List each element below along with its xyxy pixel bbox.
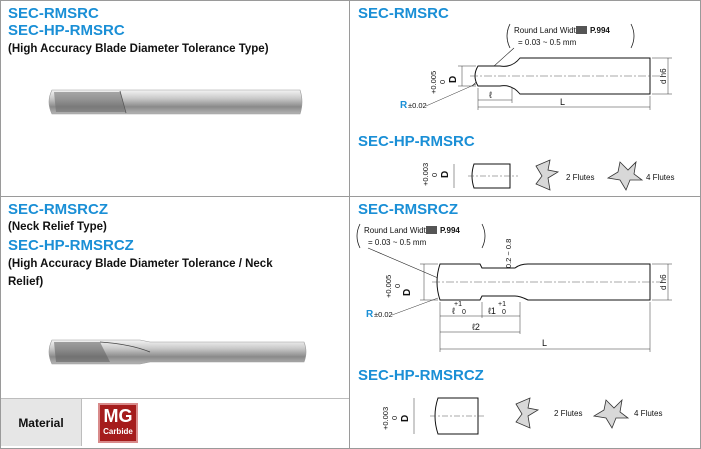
- four-flutes-label: 4 Flutes: [646, 173, 674, 182]
- reamer-image-bottom: [48, 339, 307, 365]
- length-L-label: L: [560, 97, 565, 107]
- four-flutes-label-2: 4 Flutes: [634, 409, 662, 418]
- length-l1-tol-zero: 0: [502, 309, 506, 316]
- length-l1-tol: +1: [498, 301, 506, 308]
- length-l2-label: ℓ2: [472, 322, 480, 332]
- dimension-diagram-rmsrc: Round Land Width P.994 = 0.03 ~ 0.5 mm +…: [400, 23, 672, 111]
- product-subtitle-hp-line1: (High Accuracy Blade Diameter Tolerance …: [8, 258, 273, 270]
- page-ref-2: P.994: [440, 226, 460, 235]
- round-land-range-2: = 0.03 ~ 0.5 mm: [368, 238, 427, 247]
- book-icon-2: [426, 226, 437, 234]
- four-flute-icon-2: [592, 398, 630, 429]
- diameter-tolerance: +0.005: [429, 71, 438, 94]
- hp-detail-diagram: +0.003 0 D 2 Flutes 4 Flutes: [421, 159, 674, 191]
- reamer-image-top: [48, 89, 303, 115]
- material-label: Material: [1, 399, 82, 446]
- diameter-tolerance-zero-2: 0: [393, 284, 402, 288]
- hp-tolerance-zero: 0: [430, 173, 439, 177]
- radius-tolerance-2: ±0.02: [374, 310, 393, 319]
- product-title-sec-rmsrc: SEC-RMSRC: [8, 5, 99, 22]
- round-land-note: Round Land Width: [514, 26, 580, 35]
- length-L-label-2: L: [542, 338, 547, 348]
- two-flutes-label-2: 2 Flutes: [554, 409, 582, 418]
- hp-tolerance: +0.003: [421, 163, 430, 186]
- column-divider: [349, 0, 350, 449]
- length-l-tol: +1: [454, 301, 462, 308]
- row-divider: [0, 196, 701, 197]
- mg-carbide-badge: MG Carbide: [98, 403, 138, 443]
- length-l1-label: ℓ1: [488, 306, 496, 316]
- hp-detail-diagram-2: +0.003 0 D 2 Flutes 4 Flutes: [381, 397, 662, 435]
- four-flute-icon: [606, 160, 644, 191]
- neck-diameter-label: D-0.2 ~ 0.8: [504, 239, 513, 276]
- two-flute-icon: [535, 159, 560, 191]
- diagram-title-sec-rmsrcz: SEC-RMSRCZ: [358, 201, 458, 218]
- diameter-tolerance-zero: 0: [438, 80, 447, 84]
- badge-mg: MG: [103, 406, 133, 426]
- diagram-title-sec-rmsrc: SEC-RMSRC: [358, 5, 449, 22]
- product-subtitle-hp-line2: Relief): [8, 276, 44, 288]
- diagram-title-sec-hp-rmsrcz: SEC-HP-RMSRCZ: [358, 367, 484, 384]
- diameter-label: D: [448, 76, 459, 83]
- product-subtitle: (High Accuracy Blade Diameter Tolerance …: [8, 43, 269, 55]
- radius-label-2: R: [366, 309, 374, 320]
- hp-diameter-label-2: D: [400, 415, 411, 422]
- diagram-title-sec-hp-rmsrc: SEC-HP-RMSRC: [358, 133, 475, 150]
- radius-tolerance: ±0.02: [408, 101, 427, 110]
- diameter-tolerance-2: +0.005: [384, 275, 393, 298]
- diameter-label-2: D: [402, 289, 413, 296]
- material-divider: [1, 398, 349, 399]
- page-ref: P.994: [590, 26, 610, 35]
- shank-diameter-label: d h6: [659, 68, 668, 84]
- round-land-note-2: Round Land Width: [364, 226, 430, 235]
- product-subtitle-neck: (Neck Relief Type): [8, 221, 107, 233]
- length-l-tol-zero: 0: [462, 309, 466, 316]
- two-flutes-label: 2 Flutes: [566, 173, 594, 182]
- shank-diameter-label-2: d h6: [659, 274, 668, 290]
- hp-diameter-label: D: [440, 171, 451, 178]
- product-title-sec-rmsrcz: SEC-RMSRCZ: [8, 201, 108, 218]
- product-title-sec-hp-rmsrcz: SEC-HP-RMSRCZ: [8, 237, 134, 254]
- two-flute-icon-2: [515, 397, 540, 429]
- badge-carbide: Carbide: [103, 427, 133, 436]
- book-icon: [576, 26, 587, 34]
- length-l-label: ℓ: [489, 90, 493, 100]
- length-l-label-2: ℓ: [452, 306, 456, 316]
- hp-tolerance-zero-2: 0: [390, 416, 399, 420]
- hp-tolerance-2: +0.003: [381, 407, 390, 430]
- radius-label: R: [400, 100, 408, 111]
- product-title-sec-hp-rmsrc: SEC-HP-RMSRC: [8, 22, 125, 39]
- round-land-range: = 0.03 ~ 0.5 mm: [518, 38, 577, 47]
- dimension-diagram-rmsrcz: Round Land Width P.994 = 0.03 ~ 0.5 mm D…: [356, 223, 672, 352]
